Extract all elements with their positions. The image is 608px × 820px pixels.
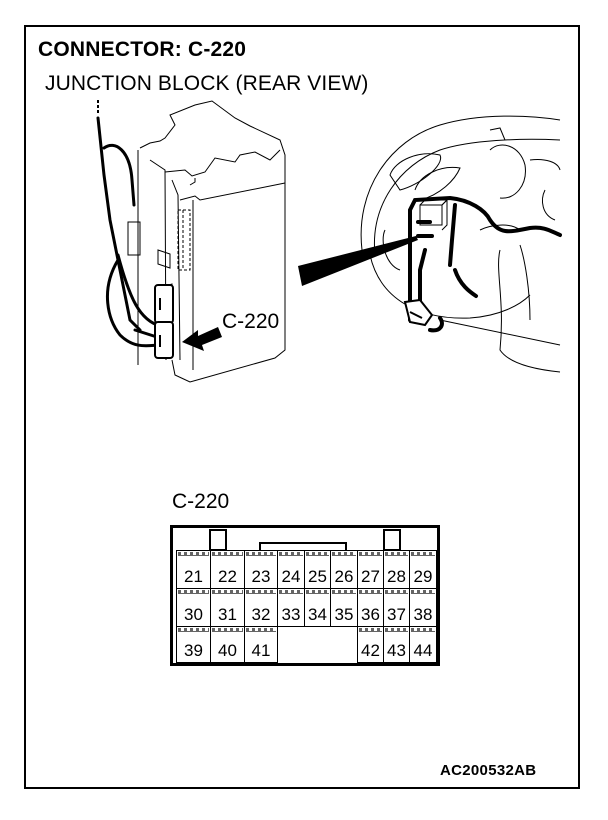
pin-number: 36 [361,605,380,624]
pin-number: 24 [281,567,301,586]
pin-number: 41 [251,641,271,660]
pin-lip [212,590,243,594]
pin-number: 43 [387,641,406,660]
pin-number: 40 [218,641,237,660]
pin-cell-34: 34 [304,588,331,627]
pin-lip [411,628,435,632]
pin-lip [246,552,276,556]
pin-cell-39: 39 [176,626,211,663]
pin-number: 28 [387,567,406,586]
figure-code: AC200532AB [440,762,537,779]
pin-number: 27 [361,567,380,586]
pin-lip [359,552,382,556]
pin-lip [306,552,329,556]
pin-lip [385,628,408,632]
pin-number: 37 [387,605,406,624]
pin-number: 44 [413,641,433,660]
pin-number: 29 [413,567,433,586]
pin-lip [359,590,382,594]
pin-cell-38: 38 [409,588,437,627]
pin-cell-35: 35 [330,588,358,627]
pin-cell-42: 42 [357,626,384,663]
connector-subtitle: JUNCTION BLOCK (REAR VIEW) [45,72,369,95]
pin-lip [212,628,243,632]
pin-lip [178,590,209,594]
steering-area-illustration [360,115,561,373]
callout-label: C-220 [222,310,280,333]
pin-lip [246,590,276,594]
pin-cell-29: 29 [409,550,437,589]
pin-lip [178,552,209,556]
block-connectors [154,284,174,359]
pin-cell-28: 28 [383,550,410,589]
diagram-frame [24,25,580,789]
pin-cell-40: 40 [210,626,245,663]
pin-lip [306,590,329,594]
pin-number: 30 [184,605,203,624]
pin-lip [332,552,356,556]
pin-cell-31: 31 [210,588,245,627]
pin-number: 35 [334,605,354,624]
connector-face [170,525,440,666]
pin-cell-30: 30 [176,588,211,627]
pin-cell-25: 25 [304,550,331,589]
pin-cell-22: 22 [210,550,245,589]
pin-lip [359,628,382,632]
pin-cell-24: 24 [277,550,305,589]
pin-lip [385,590,408,594]
pin-number: 23 [251,567,271,586]
callout-arrow-icon [182,327,222,351]
pin-lip [246,628,276,632]
connector-face-label: C-220 [172,490,230,513]
pin-lip [279,590,303,594]
pin-number: 21 [184,567,203,586]
pin-number: 39 [184,641,203,660]
pin-cell-44: 44 [409,626,437,663]
connector-key-left [209,529,227,551]
pin-lip [385,552,408,556]
pin-number: 22 [218,567,237,586]
pin-number: 31 [218,605,237,624]
pin-number: 25 [308,567,327,586]
pin-number: 33 [281,605,301,624]
pin-cell-21: 21 [176,550,211,589]
connector-cluster-icon [403,298,434,327]
pin-cell-23: 23 [244,550,278,589]
connector-title: CONNECTOR: C-220 [38,38,247,61]
pin-lip [411,590,435,594]
pin-lip [212,552,243,556]
pin-cell-37: 37 [383,588,410,627]
pin-cell-33: 33 [277,588,305,627]
pin-lip [178,628,209,632]
pin-cell-27: 27 [357,550,384,589]
pin-cell-43: 43 [383,626,410,663]
pin-cell-26: 26 [330,550,358,589]
pin-lip [411,552,435,556]
pin-number: 42 [361,641,380,660]
pin-number: 34 [308,605,327,624]
pin-number: 32 [251,605,271,624]
pin-cell-32: 32 [244,588,278,627]
pin-lip [332,590,356,594]
pin-number: 26 [334,567,354,586]
pin-lip [279,552,303,556]
pin-cell-36: 36 [357,588,384,627]
pin-cell-41: 41 [244,626,278,663]
pointer-wedge-icon [298,236,418,286]
pin-number: 38 [413,605,433,624]
connector-key-right [383,529,401,551]
junction-block-illustration [127,100,286,383]
